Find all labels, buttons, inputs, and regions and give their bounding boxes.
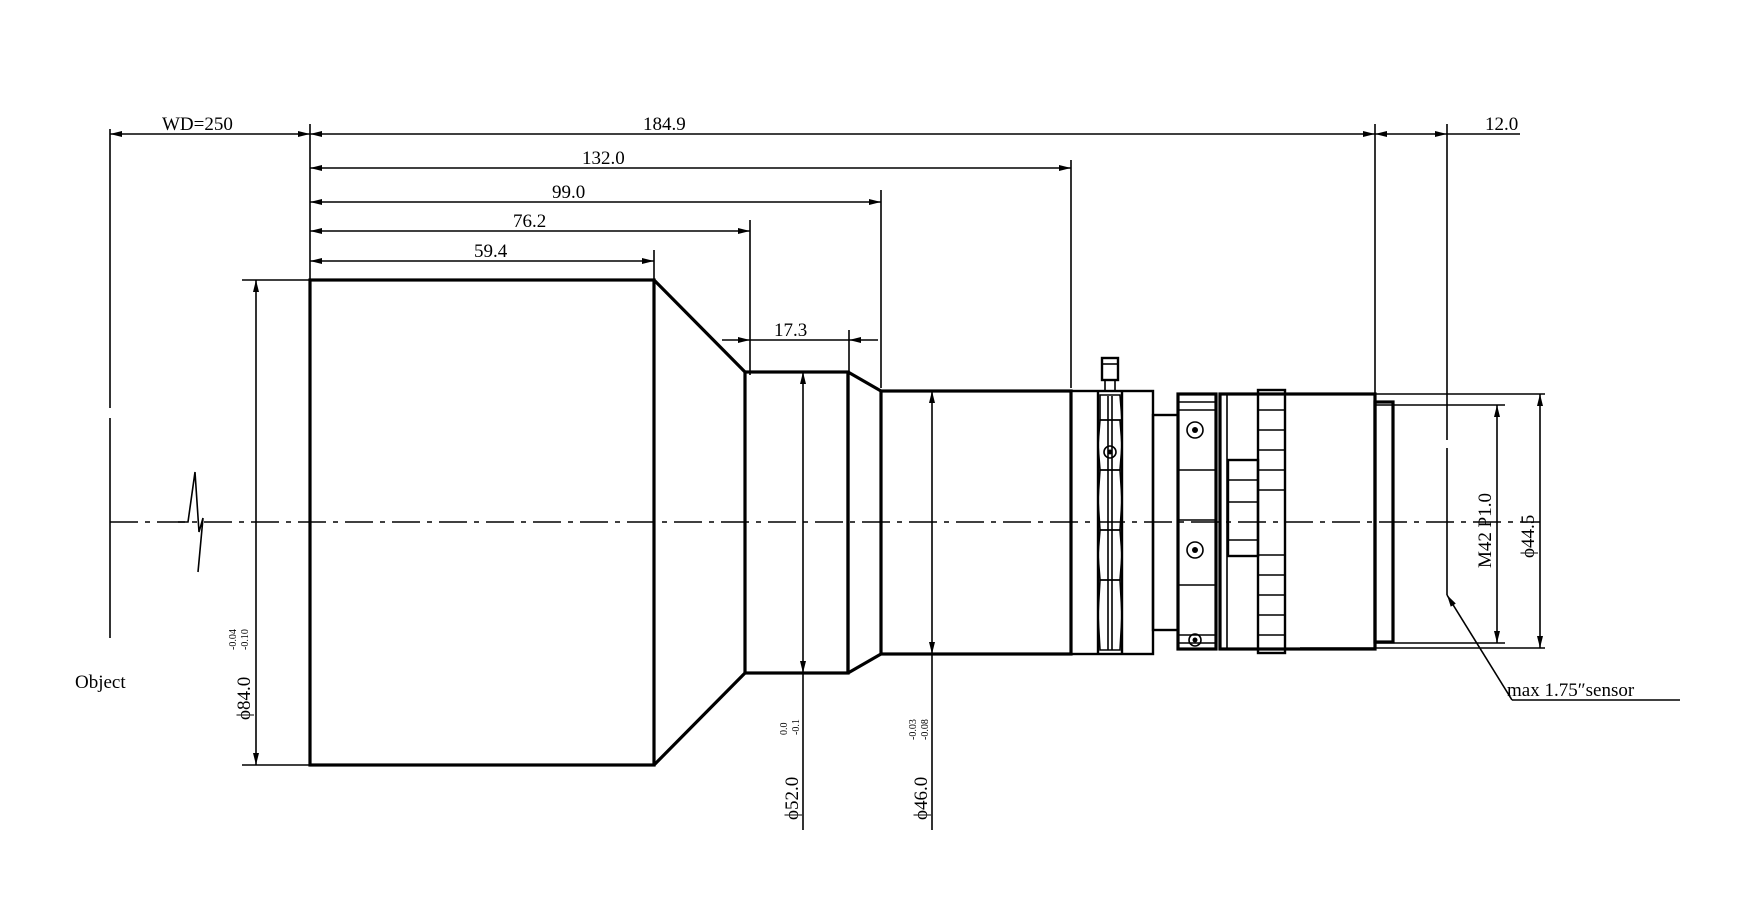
- dia-52-label: ϕ52.0: [782, 777, 803, 820]
- m42-mount: [1373, 400, 1395, 644]
- object-plane: [109, 129, 204, 638]
- dia-84-label: ϕ84.0: [234, 677, 255, 720]
- dim-back-focal: 12.0: [1485, 114, 1518, 135]
- dim-132: 132.0: [582, 148, 625, 169]
- dim-59: 59.4: [474, 241, 508, 262]
- dia-46-label: ϕ46.0: [911, 777, 932, 820]
- dim-17: 17.3: [774, 320, 807, 341]
- horizontal-dimensions: [110, 131, 1520, 343]
- dim-working-distance: WD=250: [162, 114, 233, 135]
- extension-lines: [242, 124, 1545, 766]
- dia-52-tol-lower: -0.1: [791, 719, 802, 735]
- dia-84-tol-lower: -0.10: [240, 629, 251, 650]
- sensor-label: max 1.75″sensor: [1507, 680, 1635, 701]
- dia-46-tol-upper: -0.03: [908, 719, 919, 740]
- thread-label: M42 P1.0: [1475, 493, 1496, 568]
- dim-overall-length: 184.9: [643, 114, 686, 135]
- diameter-dimensions: [253, 280, 1543, 830]
- dia-84-tol-upper: -0.04: [228, 629, 239, 650]
- object-label: Object: [75, 672, 126, 693]
- focus-ring: [1069, 356, 1155, 656]
- dia-52-tol-upper: 0.0: [779, 723, 790, 736]
- iris-ring: [1151, 392, 1218, 651]
- dim-76: 76.2: [513, 211, 546, 232]
- lens-front-barrel: [308, 278, 747, 767]
- sensor-leader: [1446, 594, 1680, 701]
- dia-44-label: ϕ44.5: [1518, 515, 1539, 558]
- dia-46-tol-lower: -0.08: [920, 719, 931, 740]
- dim-99: 99.0: [552, 182, 585, 203]
